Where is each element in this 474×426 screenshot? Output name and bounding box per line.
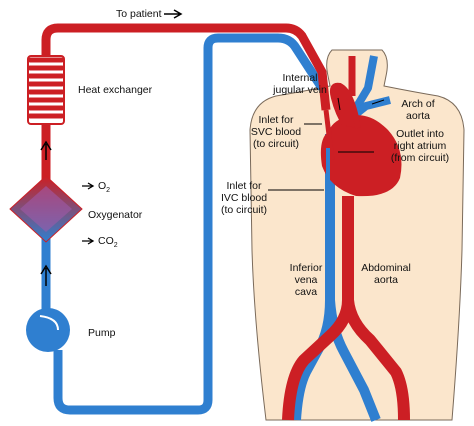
arrow-up-icon: [40, 140, 52, 160]
venous-line-top: [53, 33, 326, 415]
oxygenator: [9, 175, 83, 243]
heat-exchanger: [27, 55, 65, 125]
return-cannula: [323, 109, 335, 161]
leader-jugular: [337, 97, 341, 111]
oxygenator-label: Oxygenator: [88, 209, 143, 221]
o2-label: O2: [98, 180, 111, 195]
patient-torso: [249, 49, 465, 421]
abdominal-aorta: [282, 196, 410, 421]
pump: [26, 308, 70, 352]
co2-label: CO2: [98, 235, 118, 250]
arrow-up-icon: [40, 264, 52, 286]
pump-label: Pump: [88, 327, 116, 339]
heart: [320, 115, 402, 197]
aortic-arch: [329, 82, 361, 129]
to-patient-label: To patient: [116, 8, 162, 20]
arrow-right-icon: [82, 182, 95, 190]
arrow-right-icon: [82, 237, 95, 245]
heat-exchanger-label: Heat exchanger: [78, 84, 153, 96]
leader-arch: [371, 99, 385, 105]
arrow-right-icon: [164, 9, 183, 19]
